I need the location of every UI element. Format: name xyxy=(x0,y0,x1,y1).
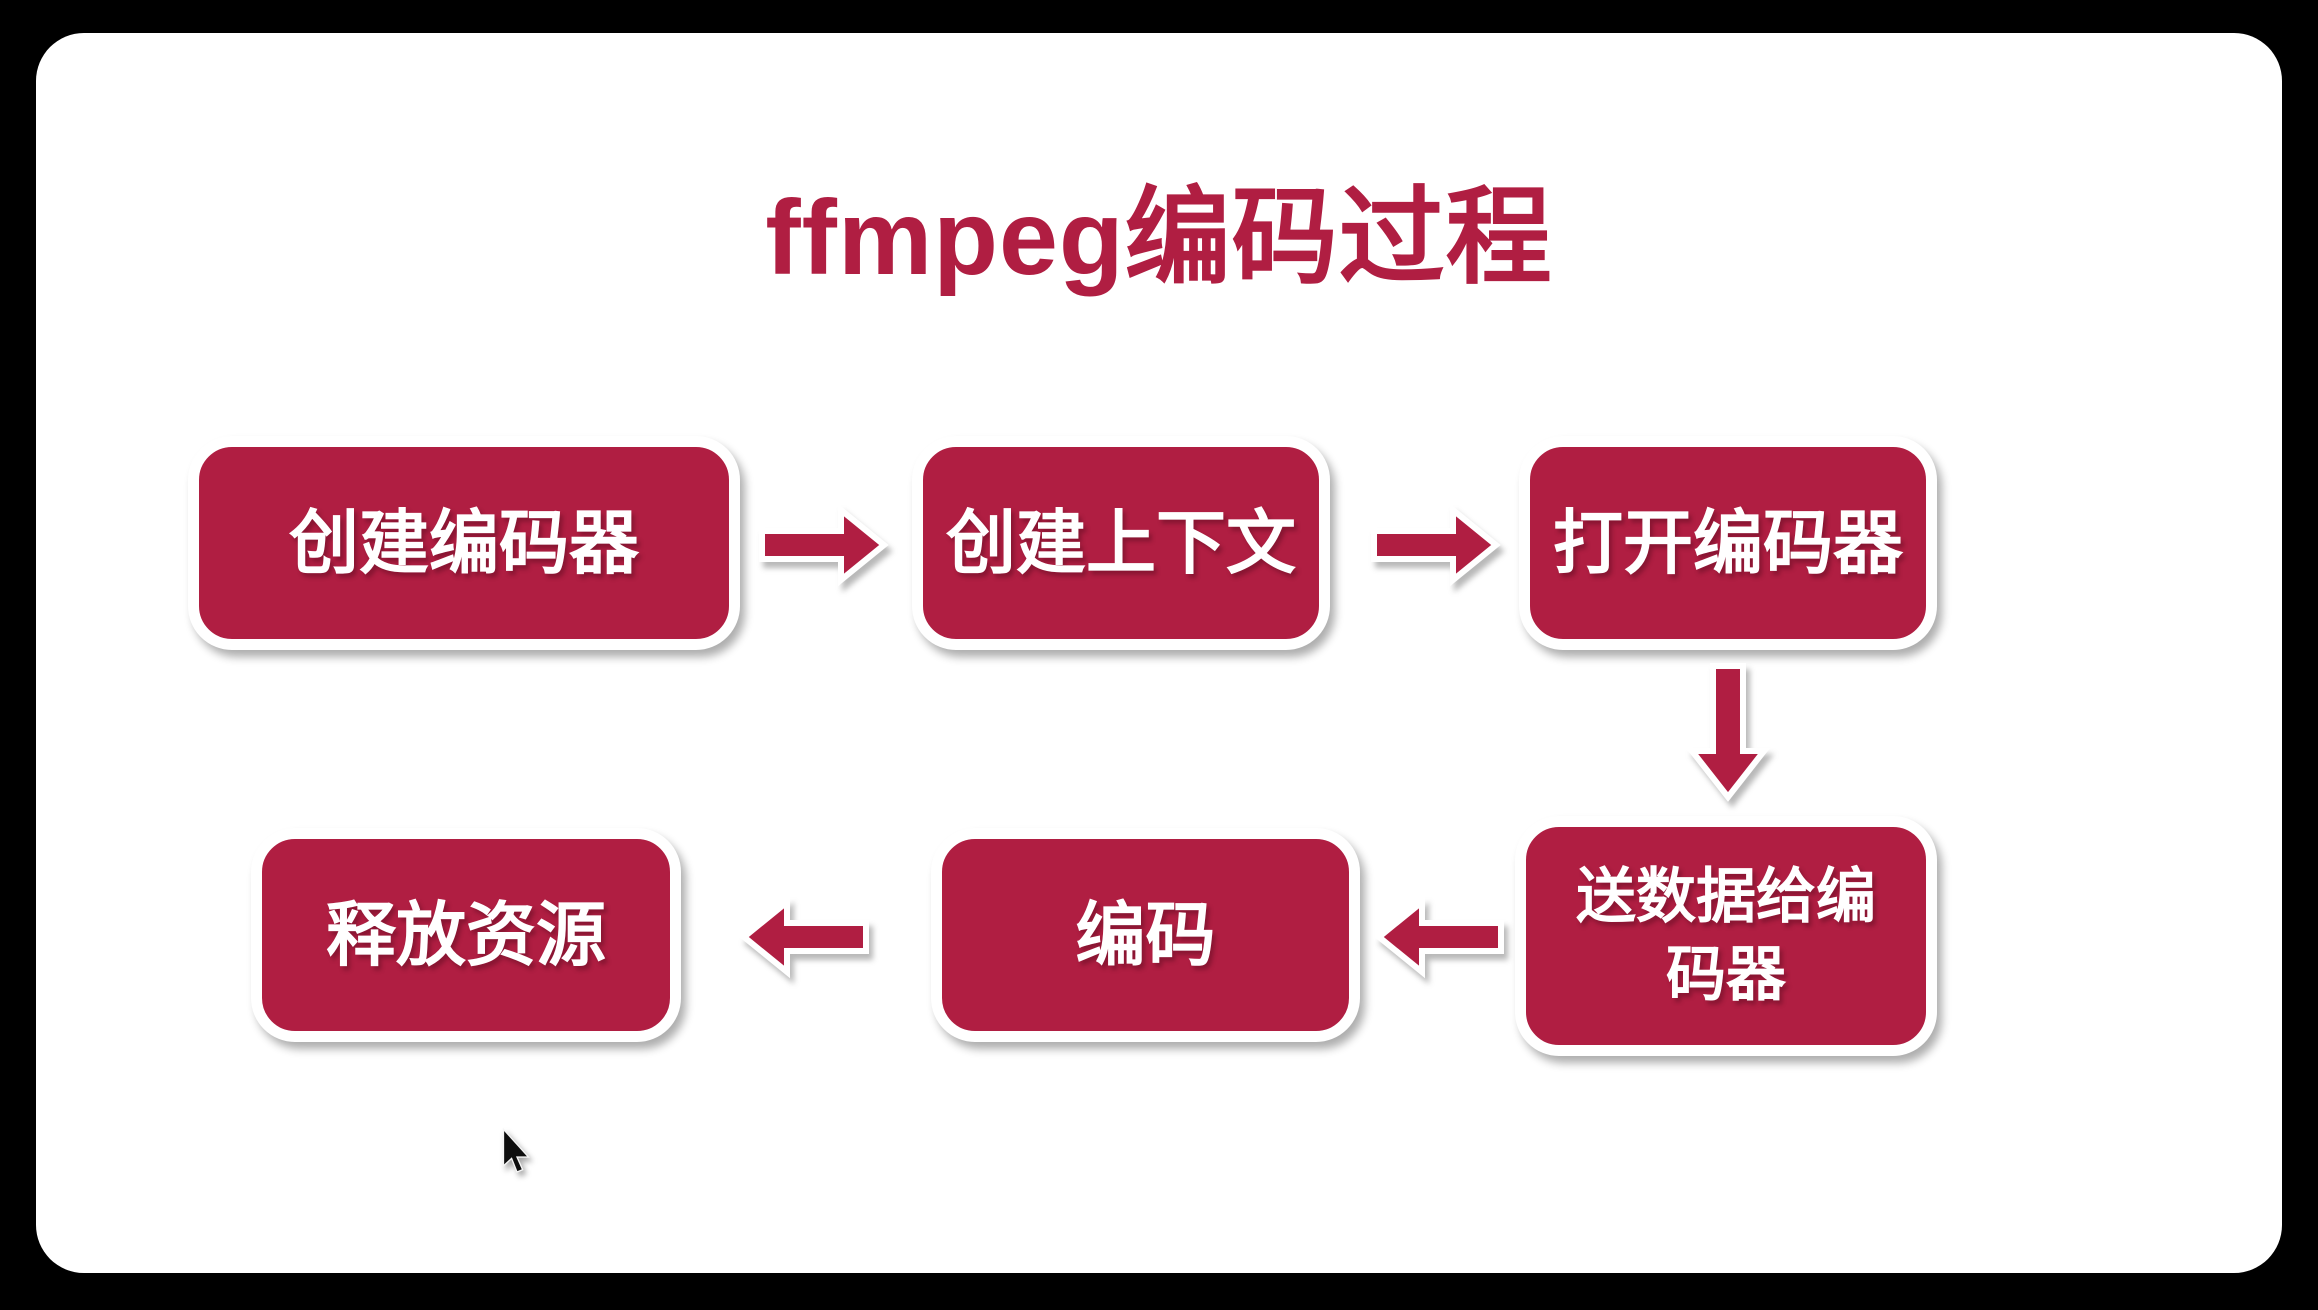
arrow-down-icon xyxy=(1686,663,1770,802)
flow-node-create-encoder: 创建编码器 xyxy=(188,436,740,650)
flow-node-encode: 编码 xyxy=(931,828,1360,1042)
flow-node-release-resources: 释放资源 xyxy=(251,828,681,1042)
mouse-cursor-icon xyxy=(502,1128,531,1173)
flow-node-label: 创建编码器 xyxy=(289,503,639,582)
slide-card: ffmpeg编码过程 创建编码器 创建上下文 打开编码器 送数据给编码器 编码 … xyxy=(36,33,2282,1273)
flow-node-send-data-to-encoder: 送数据给编码器 xyxy=(1515,816,1937,1056)
flow-node-label: 编码 xyxy=(1075,895,1216,974)
flow-node-label: 创建上下文 xyxy=(946,503,1296,582)
flow-node-label: 释放资源 xyxy=(326,895,606,974)
arrow-left-icon xyxy=(1374,895,1504,979)
flow-node-label: 送数据给编码器 xyxy=(1576,863,1876,1008)
slide-title: ffmpeg编码过程 xyxy=(765,179,1553,297)
arrow-right-icon xyxy=(1371,503,1501,587)
flow-node-create-context: 创建上下文 xyxy=(912,436,1330,650)
flow-node-label: 打开编码器 xyxy=(1553,503,1903,582)
arrow-left-icon xyxy=(739,895,869,979)
flow-node-open-encoder: 打开编码器 xyxy=(1519,436,1937,650)
arrow-right-icon xyxy=(759,503,889,587)
